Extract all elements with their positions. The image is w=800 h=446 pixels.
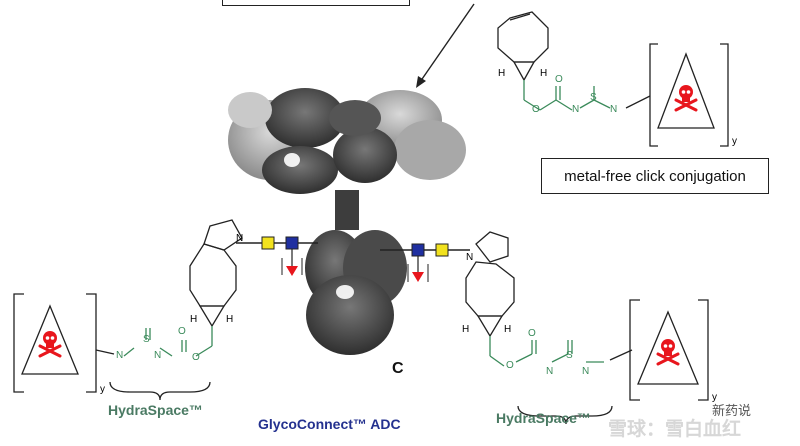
atom-h: H (462, 324, 470, 335)
top-label-box (222, 0, 410, 6)
pointer-arrow-icon (416, 3, 475, 88)
atom-s: S (566, 350, 573, 361)
atom-h: H (226, 314, 234, 325)
atom-o: O (178, 326, 186, 337)
subscript-y: y (100, 384, 105, 395)
atom-n: N (466, 252, 474, 263)
click-conjugation-box: metal-free click conjugation (541, 158, 769, 194)
atom-n: N (116, 350, 124, 361)
right-linker-structure (465, 231, 709, 425)
glycoconnect-label: GlycoConnect™ ADC (258, 416, 401, 432)
atom-o: O (532, 104, 540, 115)
atom-s: S (143, 334, 150, 345)
hydraspace-left-label: HydraSpace™ (108, 402, 203, 418)
atom-n: N (582, 366, 590, 377)
atom-n: N (572, 104, 580, 115)
bcn-reagent-structure (497, 11, 729, 147)
atom-n: N (546, 366, 554, 377)
atom-n: N (154, 350, 162, 361)
atom-o: O (192, 352, 200, 363)
atom-o: O (528, 328, 536, 339)
watermark-text: 雪球：雪白血红 (608, 419, 742, 440)
atom-o: O (506, 360, 514, 371)
left-linker-structure (13, 219, 243, 401)
atom-n: N (236, 233, 244, 244)
atom-n: N (610, 104, 618, 115)
skull-crossbones-warning-icon (656, 337, 680, 366)
atom-h: H (504, 324, 512, 335)
skull-crossbones-warning-icon (38, 329, 62, 358)
hydraspace-right-label: HydraSpace™ (496, 410, 591, 426)
panel-letter: C (392, 360, 404, 377)
atom-h: H (190, 314, 198, 325)
left-glycan-chain (236, 236, 318, 276)
antibody-structure (228, 88, 466, 355)
skull-crossbones-warning-icon (674, 83, 698, 112)
right-glycan-chain (380, 243, 470, 282)
atom-h: H (498, 68, 506, 79)
click-conjugation-label: metal-free click conjugation (564, 167, 746, 185)
subscript-y: y (732, 136, 737, 147)
atom-s: S (590, 92, 597, 103)
subscript-y: y (712, 392, 717, 403)
atom-o: O (555, 74, 563, 85)
watermark-logo: 新药说 (712, 403, 752, 418)
atom-h: H (540, 68, 548, 79)
